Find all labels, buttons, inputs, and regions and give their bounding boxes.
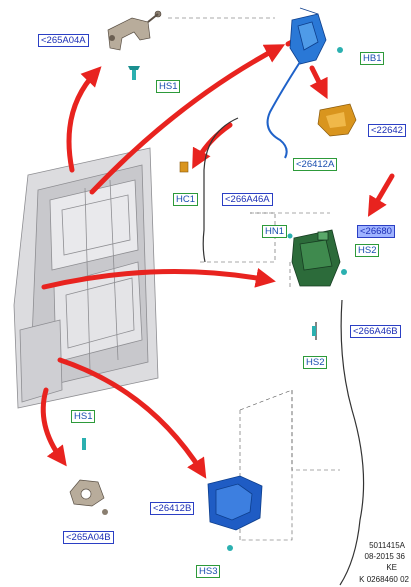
footer-line-2: 08-2015 36 xyxy=(364,552,405,561)
callout-hs3[interactable]: HS3 xyxy=(196,565,221,578)
screw-hs1-bottom xyxy=(82,438,86,450)
callout-hs2-a[interactable]: HS2 xyxy=(355,244,380,257)
callout-hs1-bottom[interactable]: HS1 xyxy=(71,410,96,423)
callout-hs1-top[interactable]: HS1 xyxy=(156,80,181,93)
upper-latch-blue xyxy=(289,7,343,65)
hinge-bracket-top xyxy=(107,10,162,51)
red-arrows xyxy=(40,39,395,479)
footer-line-3: KE xyxy=(386,563,397,572)
callout-26412B[interactable]: <26412B xyxy=(150,502,195,515)
footer-line-1: 5011415A xyxy=(369,541,405,550)
callout-hs2-b[interactable]: HS2 xyxy=(303,356,328,369)
orange-bracket xyxy=(317,103,357,137)
lower-latch-blue xyxy=(207,475,263,551)
upper-cable-blue xyxy=(266,61,301,159)
callout-hb1[interactable]: HB1 xyxy=(360,52,385,65)
callout-hc1[interactable]: HC1 xyxy=(173,193,199,206)
callout-26680[interactable]: <26680 xyxy=(357,225,395,238)
callout-265A04A[interactable]: <265A04A xyxy=(38,34,89,47)
screw-hs1-top xyxy=(128,66,140,80)
upper-cable-black-a xyxy=(202,117,239,263)
latch-green xyxy=(287,229,347,287)
callout-22642[interactable]: <22642 xyxy=(368,124,406,137)
callout-265A04B[interactable]: <265A04B xyxy=(63,531,114,544)
callout-266A46B[interactable]: <266A46B xyxy=(350,325,401,338)
clip-hc1 xyxy=(179,161,189,173)
callout-hn1[interactable]: HN1 xyxy=(262,225,288,238)
screw-hs2 xyxy=(312,326,316,336)
lower-cable-black xyxy=(315,299,365,586)
footer-line-4: K 0268460 02 xyxy=(359,575,409,584)
callout-266A46A[interactable]: <266A46A xyxy=(222,193,273,206)
callout-26412A[interactable]: <26412A xyxy=(293,158,338,171)
hinge-bracket-bottom xyxy=(69,479,108,515)
